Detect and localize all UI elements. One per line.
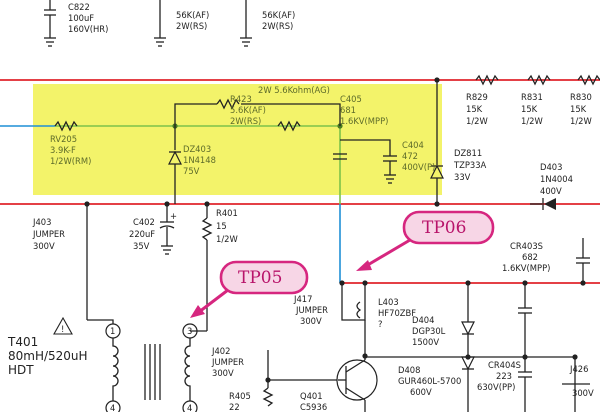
tp05-callout: TP05 — [190, 260, 309, 318]
t401-pin1: 1 — [110, 326, 115, 336]
c404-value: 472 — [402, 151, 418, 161]
dz811-part: TZP33A — [453, 160, 487, 170]
c404-ref: C404 — [402, 140, 424, 150]
cr404s-rating: 630V(PP) — [477, 382, 515, 392]
rv205-ref: RV205 — [50, 134, 77, 144]
c402-ref: C402 — [133, 217, 155, 227]
j417-voltage: 300V — [300, 316, 322, 326]
t401-type: HDT — [8, 363, 34, 377]
rv205-value: 3.9K-F — [50, 145, 76, 155]
d403-ref: D403 — [540, 162, 562, 172]
t401-value: 80mH/520uH — [8, 349, 88, 363]
c405-rating: 1.6KV(MPP) — [340, 116, 388, 126]
j426-voltage: 300V — [572, 388, 594, 398]
warning-icon — [53, 316, 73, 335]
l403-note: ? — [378, 319, 382, 329]
tp06-callout: TP06 — [356, 210, 495, 271]
top-resistor-1: 56K(AF) 2W(RS) — [154, 0, 209, 47]
d408-voltage: 600V — [410, 387, 432, 397]
r423-value: 5.6K(AF) — [230, 105, 266, 115]
r830-value: 15K — [570, 104, 587, 114]
r831-ref: R831 — [521, 92, 543, 102]
c822-rating: 160V(HR) — [68, 24, 108, 34]
t401-ref: T401 — [7, 335, 38, 349]
c822-value: 100uF — [68, 13, 94, 23]
cr403s-ref: CR403S — [510, 241, 543, 251]
top-resistor-1-value: 56K(AF) — [176, 10, 209, 20]
c405-ref: C405 — [340, 94, 362, 104]
c404-rating: 400V(P) — [402, 162, 435, 172]
r830-ref: R830 — [570, 92, 592, 102]
q401-part: C5936 — [300, 402, 327, 412]
t401-pin4b: 4 — [187, 403, 192, 412]
top-resistor-1-rating: 2W(RS) — [176, 21, 207, 31]
cr404s-value: 223 — [496, 371, 512, 381]
top-resistor-2: 56K(AF) 2W(RS) — [240, 0, 295, 47]
j403-voltage: 300V — [33, 241, 55, 251]
r829-value: 15K — [466, 104, 483, 114]
tp05-label: TP05 — [238, 268, 282, 288]
dz403-voltage: 75V — [183, 166, 200, 176]
svg-text:+: + — [170, 211, 177, 221]
d408-part: GUR460L-5700 — [398, 376, 461, 386]
l403-part: HF70ZBF — [378, 308, 416, 318]
t401-pin3: 3 — [187, 326, 192, 336]
j402-type: JUMPER — [211, 357, 244, 367]
d403-voltage: 400V — [540, 186, 562, 196]
c405-value: 681 — [340, 105, 356, 115]
c402-voltage: 35V — [133, 241, 150, 251]
j417-ref: J417 — [293, 294, 312, 304]
r2w-label: 2W 5.6Kohm(AG) — [258, 85, 330, 95]
r831-rating: 1/2W — [521, 116, 543, 126]
dz403-ref: DZ403 — [183, 144, 211, 154]
r830-rating: 1/2W — [570, 116, 592, 126]
rv205-rating: 1/2W(RM) — [50, 156, 91, 166]
j417-type: JUMPER — [295, 305, 328, 315]
d408-ref: D408 — [398, 365, 420, 375]
cr404s-ref: CR404S — [488, 360, 521, 370]
dz403-part: 1N4148 — [183, 155, 216, 165]
c822-capacitor: C822 100uF 160V(HR) — [44, 0, 108, 47]
dz811-ref: DZ811 — [454, 148, 482, 158]
r401-rating: 1/2W — [216, 234, 238, 244]
d404-voltage: 1500V — [412, 337, 439, 347]
c822-ref: C822 — [68, 2, 90, 12]
t401-pin4a: 4 — [110, 403, 115, 412]
d404-part: DGP30L — [412, 326, 446, 336]
r423-ref: R423 — [230, 94, 252, 104]
r423-rating: 2W(RS) — [230, 116, 261, 126]
cr403s-value: 682 — [522, 252, 538, 262]
j403-type: JUMPER — [32, 229, 65, 239]
c402-value: 220uF — [129, 229, 155, 239]
dz811-voltage: 33V — [454, 172, 471, 182]
cr403s-rating: 1.6KV(MPP) — [502, 263, 550, 273]
d403-part: 1N4004 — [540, 174, 573, 184]
j426-ref: J426 — [569, 364, 588, 374]
r405-value: 22 — [229, 402, 240, 412]
r401-value: 15 — [216, 221, 227, 231]
d404-ref: D404 — [412, 315, 434, 325]
r829-rating: 1/2W — [466, 116, 488, 126]
j402-ref: J402 — [211, 346, 230, 356]
l403-ref: L403 — [378, 297, 399, 307]
r829-ref: R829 — [466, 92, 488, 102]
r401-ref: R401 — [216, 208, 238, 218]
svg-text:!: ! — [61, 324, 64, 334]
j402-voltage: 300V — [212, 368, 234, 378]
top-resistor-2-value: 56K(AF) — [262, 10, 295, 20]
r405-ref: R405 — [229, 391, 251, 401]
tp06-label: TP06 — [422, 218, 466, 238]
q401-ref: Q401 — [300, 391, 323, 401]
j403-ref: J403 — [32, 217, 51, 227]
r831-value: 15K — [521, 104, 538, 114]
top-resistor-2-rating: 2W(RS) — [262, 21, 293, 31]
